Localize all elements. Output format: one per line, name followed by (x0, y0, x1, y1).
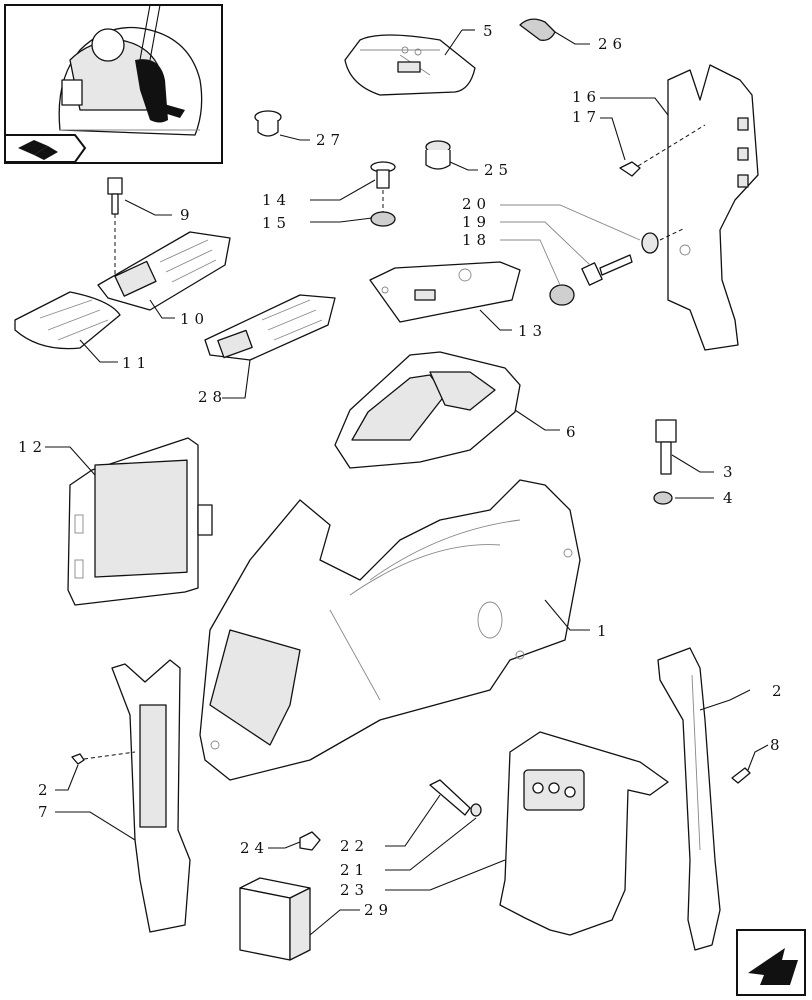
part-26-pad (519, 18, 556, 41)
part-6-console-frame (334, 351, 521, 469)
callout-24: 24 (240, 839, 269, 857)
tractor-cab-locator-icon (58, 4, 203, 136)
part-19-screw (581, 254, 633, 286)
callout-20: 20 (462, 195, 491, 213)
callout-21: 21 (340, 861, 369, 879)
callout-9: 9 (180, 206, 195, 224)
part-15-clip (370, 211, 396, 227)
callout-11: 11 (122, 354, 151, 372)
part-29-box (239, 877, 311, 961)
callout-22: 22 (340, 837, 369, 855)
callout-1: 1 (597, 622, 612, 640)
callout-10: 10 (180, 310, 209, 328)
callout-12: 12 (18, 438, 47, 456)
part-5-console-cover (344, 34, 476, 96)
part-12-window-frame (67, 437, 213, 606)
callout-29: 29 (364, 901, 393, 919)
callout-3: 3 (723, 463, 738, 481)
callout-8: 8 (770, 736, 785, 754)
part-16-side-panel (667, 64, 759, 351)
locator-inset (4, 4, 223, 164)
callout-17: 17 (572, 108, 601, 126)
part-11-cover-plate (14, 291, 121, 350)
next-page-arrow-icon[interactable] (736, 929, 806, 996)
part-28-cover-plate (204, 294, 336, 361)
part-18-cap (549, 284, 575, 306)
part-22-screw (429, 779, 471, 816)
callout-5: 5 (483, 22, 498, 40)
part-20-washer (641, 232, 659, 254)
part-14-fastener (370, 161, 396, 189)
part-23-lower-bracket (499, 731, 669, 936)
part-25-grommet (425, 140, 451, 170)
callout-13: 13 (518, 322, 547, 340)
callout-25: 25 (484, 161, 513, 179)
callout-2: 2 (772, 682, 787, 700)
callout-7: 7 (38, 803, 53, 821)
part-27-plug (254, 110, 282, 137)
page-flag-icon (4, 134, 87, 163)
part-24-clip (299, 831, 321, 851)
callout-14: 14 (262, 191, 291, 209)
part-4-washer (653, 491, 673, 505)
callout-16: 16 (572, 88, 601, 106)
part-1-dashboard-housing (199, 479, 581, 781)
callout-19: 19 (462, 213, 491, 231)
callout-26: 26 (598, 35, 627, 53)
callout-4: 4 (723, 489, 738, 507)
callout-18: 18 (462, 231, 491, 249)
part-21-washer (470, 803, 482, 817)
part-10-cover-plate (97, 231, 231, 311)
callout-labels: 1 2 2 3 4 5 6 7 8 9 10 11 12 13 14 15 16… (18, 22, 787, 919)
callout-6: 6 (566, 423, 581, 441)
part-7-pillar-trim (111, 659, 191, 933)
part-13-switch-panel (369, 261, 521, 323)
part-3-bolt (655, 419, 677, 475)
callout-23: 23 (340, 881, 369, 899)
callout-15: 15 (262, 214, 291, 232)
callout-27: 27 (316, 131, 345, 149)
part-17-screw (619, 161, 641, 177)
part-8-screw (731, 767, 751, 784)
callout-28: 28 (198, 388, 227, 406)
part-9-bolt (107, 177, 123, 215)
part-2-pillar-trim (657, 647, 721, 951)
part-2-screw-left (71, 753, 85, 765)
callout-2: 2 (38, 781, 53, 799)
